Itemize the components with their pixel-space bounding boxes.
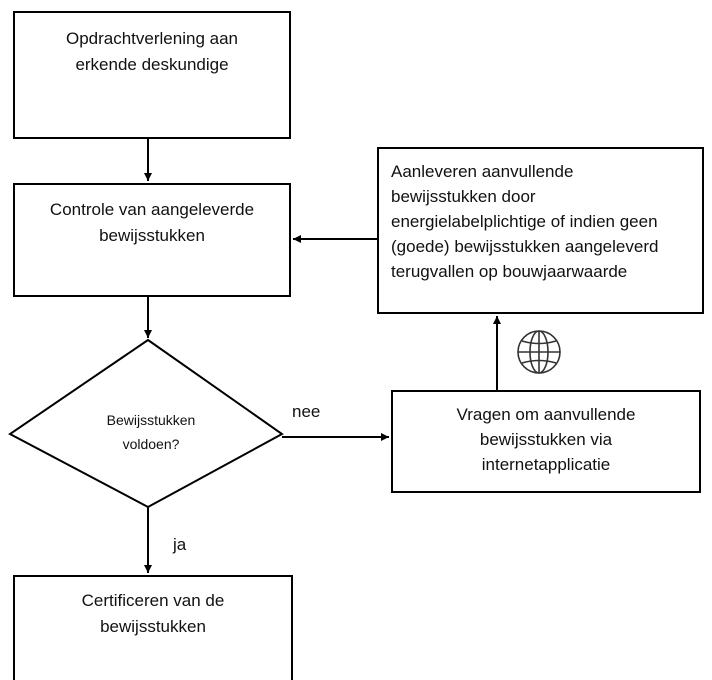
assign-expert-label: Opdrachtverlening aan erkende deskundige: [65, 29, 238, 74]
certify-evidence-box: Certificeren van de bewijsstukken: [13, 575, 293, 680]
check-evidence-label: Controle van aangeleverde bewijsstukken: [49, 200, 255, 245]
globe-icon: [517, 330, 561, 374]
request-additional-evidence-box: Vragen om aanvullende bewijsstukken via …: [391, 390, 701, 493]
edge-label-yes: ja: [173, 535, 187, 554]
certify-evidence-label: Certificeren van de bewijsstukken: [81, 591, 225, 636]
decision-label: Bewijsstukken voldoen?: [106, 412, 196, 452]
supply-additional-evidence-label: Aanleveren aanvullende bewijsstukken doo…: [391, 162, 659, 281]
supply-additional-evidence-box: Aanleveren aanvullende bewijsstukken doo…: [377, 147, 704, 314]
check-evidence-box: Controle van aangeleverde bewijsstukken: [13, 183, 291, 297]
request-additional-evidence-label: Vragen om aanvullende bewijsstukken via …: [456, 405, 636, 474]
edge-label-no: nee: [292, 402, 321, 421]
assign-expert-box: Opdrachtverlening aan erkende deskundige: [13, 11, 291, 139]
